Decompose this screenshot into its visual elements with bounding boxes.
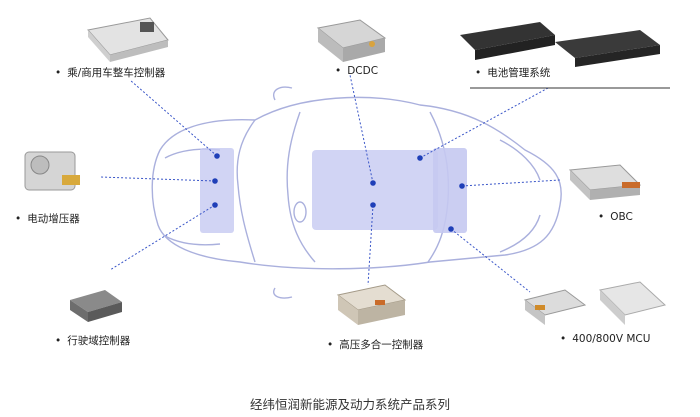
node-dots: [212, 153, 465, 232]
label-mcu: •400/800V MCU: [560, 333, 651, 345]
dot-bms: [417, 155, 423, 161]
dot-vcu: [214, 153, 220, 159]
dcdc-image: [316, 19, 387, 62]
figure-caption: 经纬恒润新能源及动力系统产品系列: [249, 397, 450, 412]
bms-image: [460, 22, 670, 89]
dot-hv: [370, 202, 376, 208]
connector-lines: [99, 74, 561, 293]
battery-zone: [312, 150, 438, 230]
domain-controller-image: [70, 290, 122, 322]
dot-booster: [212, 178, 218, 184]
mcu-image: [523, 281, 667, 325]
obc-image: [568, 164, 642, 200]
dot-obc: [459, 183, 465, 189]
rear-zone: [433, 148, 467, 233]
booster-image: [24, 151, 80, 191]
label-booster: •电动增压器: [15, 213, 80, 225]
label-vcu: •乘/商用车整车控制器: [55, 67, 166, 79]
label-dcdc: •DCDC: [335, 65, 379, 77]
label-domain-controller: •行驶域控制器: [55, 335, 131, 347]
label-hv-controller: •高压多合一控制器: [327, 339, 424, 351]
vcu-image: [87, 17, 169, 62]
dot-domain: [212, 202, 218, 208]
hv-controller-image: [336, 284, 407, 325]
label-bms: •电池管理系统: [475, 67, 551, 79]
car-outline: [151, 86, 562, 299]
dot-dcdc: [370, 180, 376, 186]
front-zone: [200, 148, 234, 233]
label-obc: •OBC: [598, 211, 633, 223]
dot-mcu: [448, 226, 454, 232]
